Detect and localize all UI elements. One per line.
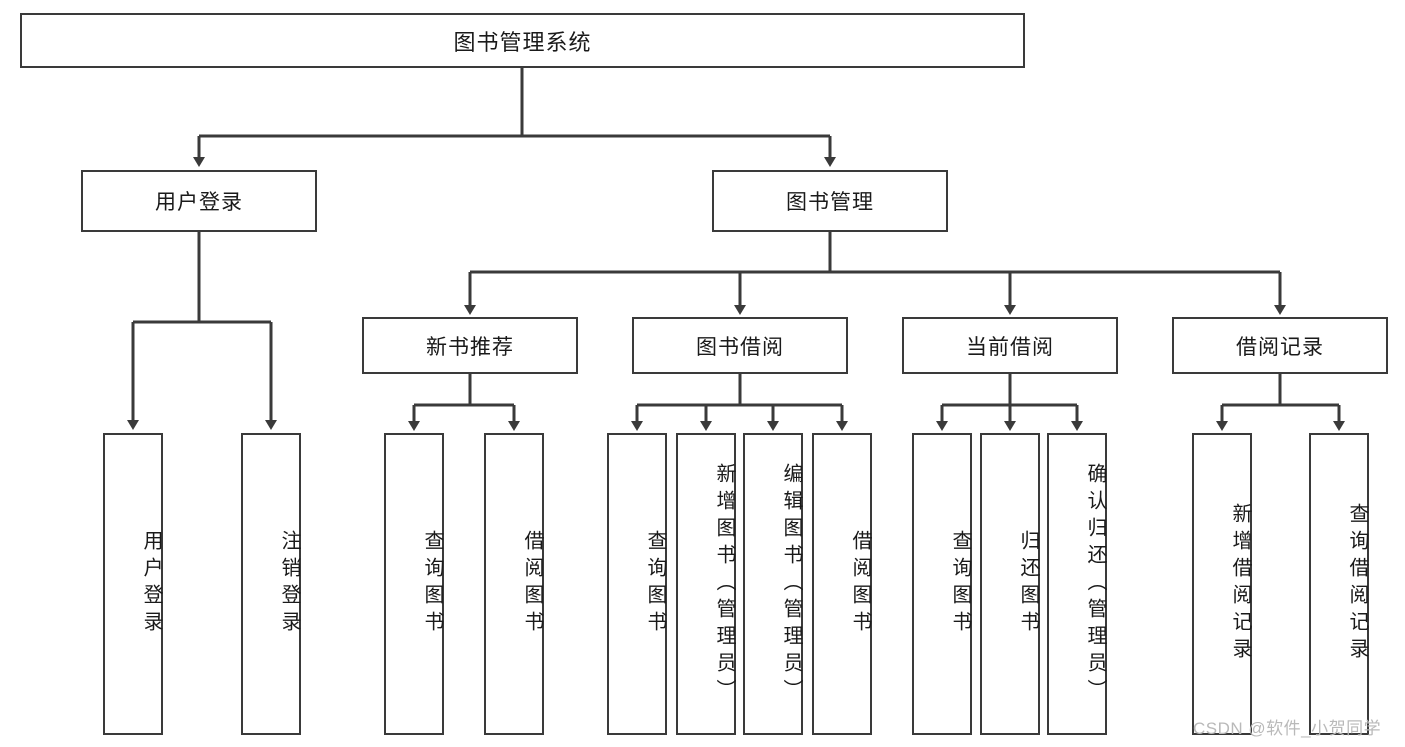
node-book-borrow[interactable]: 图书借阅 — [632, 317, 848, 374]
node-borrow-record[interactable]: 借阅记录 — [1172, 317, 1388, 374]
node-label: 新增图书（管理员） — [713, 462, 735, 706]
node-leaf-query-book-2[interactable]: 查询图书 — [607, 433, 667, 735]
node-book-management[interactable]: 图书管理 — [712, 170, 948, 232]
node-label: 查询图书 — [949, 530, 971, 638]
node-label: 借阅图书 — [849, 530, 871, 638]
node-leaf-add-record[interactable]: 新增借阅记录 — [1192, 433, 1252, 735]
node-label: 图书管理 — [786, 191, 874, 214]
node-leaf-query-book-3[interactable]: 查询图书 — [912, 433, 972, 735]
node-label: 编辑图书（管理员） — [780, 462, 802, 706]
node-leaf-query-book-1[interactable]: 查询图书 — [384, 433, 444, 735]
node-leaf-confirm-return[interactable]: 确认归还（管理员） — [1047, 433, 1107, 735]
node-label: 注销登录 — [278, 530, 300, 638]
node-label: 归还图书 — [1017, 530, 1039, 638]
node-leaf-user-logout[interactable]: 注销登录 — [241, 433, 301, 735]
node-label: 新增借阅记录 — [1229, 503, 1251, 665]
node-label: 图书借阅 — [696, 335, 784, 359]
node-leaf-borrow-book-2[interactable]: 借阅图书 — [812, 433, 872, 735]
node-label: 确认归还（管理员） — [1084, 462, 1106, 706]
node-current-borrow[interactable]: 当前借阅 — [902, 317, 1118, 374]
node-leaf-borrow-book-1[interactable]: 借阅图书 — [484, 433, 544, 735]
node-label: 用户登录 — [140, 530, 162, 638]
node-label: 借阅图书 — [521, 530, 543, 638]
node-label: 查询图书 — [644, 530, 666, 638]
node-leaf-user-login[interactable]: 用户登录 — [103, 433, 163, 735]
csdn-watermark: CSDN @软件_小贺同学 — [1193, 719, 1382, 738]
node-label: 查询借阅记录 — [1346, 503, 1368, 665]
node-leaf-query-record[interactable]: 查询借阅记录 — [1309, 433, 1369, 735]
node-new-book-recommend[interactable]: 新书推荐 — [362, 317, 578, 374]
node-label: 查询图书 — [421, 530, 443, 638]
node-user-login[interactable]: 用户登录 — [81, 170, 317, 232]
node-book-management-system[interactable]: 图书管理系统 — [20, 13, 1025, 68]
node-leaf-add-book[interactable]: 新增图书（管理员） — [676, 433, 736, 735]
node-label: 当前借阅 — [966, 335, 1054, 359]
node-leaf-return-book[interactable]: 归还图书 — [980, 433, 1040, 735]
node-label: 图书管理系统 — [453, 29, 592, 55]
node-leaf-edit-book[interactable]: 编辑图书（管理员） — [743, 433, 803, 735]
node-label: 新书推荐 — [426, 335, 514, 359]
node-label: 借阅记录 — [1236, 335, 1324, 359]
node-label: 用户登录 — [155, 191, 243, 214]
